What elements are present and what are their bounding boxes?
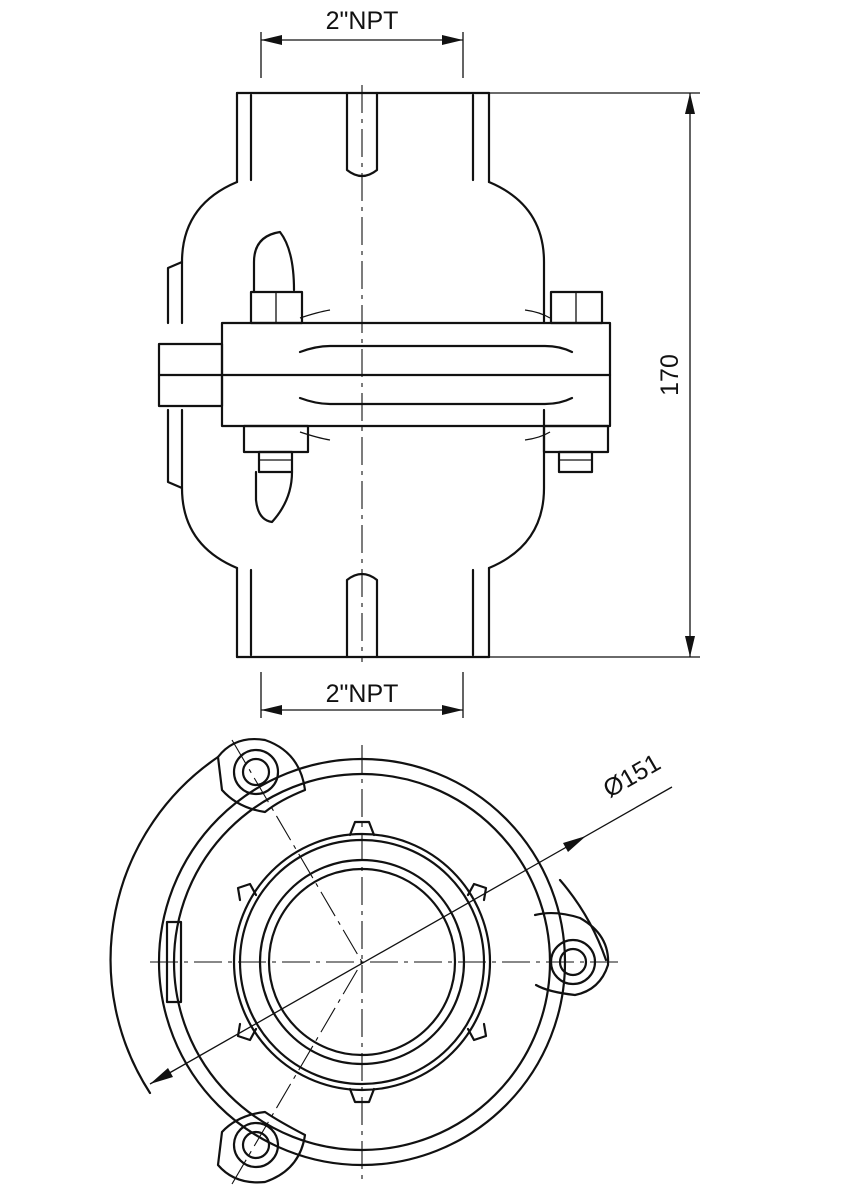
right-bolt (542, 290, 610, 474)
bolt-lug-bottom-left (216, 1110, 307, 1184)
top-pipe-end (235, 91, 491, 184)
top-view: Ø151 (109, 738, 673, 1185)
bottom-pipe-end (235, 566, 491, 659)
top-thread-dimension: 2"NPT (260, 7, 464, 78)
diameter-dimension: Ø151 (149, 749, 673, 1085)
height-dimension: 170 (489, 92, 700, 658)
valve-body-outline (166, 180, 546, 570)
bottom-thread-dimension: 2"NPT (260, 672, 464, 718)
bolt-lug-top-left (216, 738, 307, 814)
left-bolt (242, 230, 310, 524)
side-view: 2"NPT (157, 7, 700, 718)
height-label: 170 (656, 354, 684, 396)
top-thread-label: 2"NPT (326, 7, 399, 35)
bottom-thread-label: 2"NPT (326, 680, 399, 708)
diameter-label: Ø151 (599, 749, 666, 804)
flange-joint (157, 309, 612, 441)
